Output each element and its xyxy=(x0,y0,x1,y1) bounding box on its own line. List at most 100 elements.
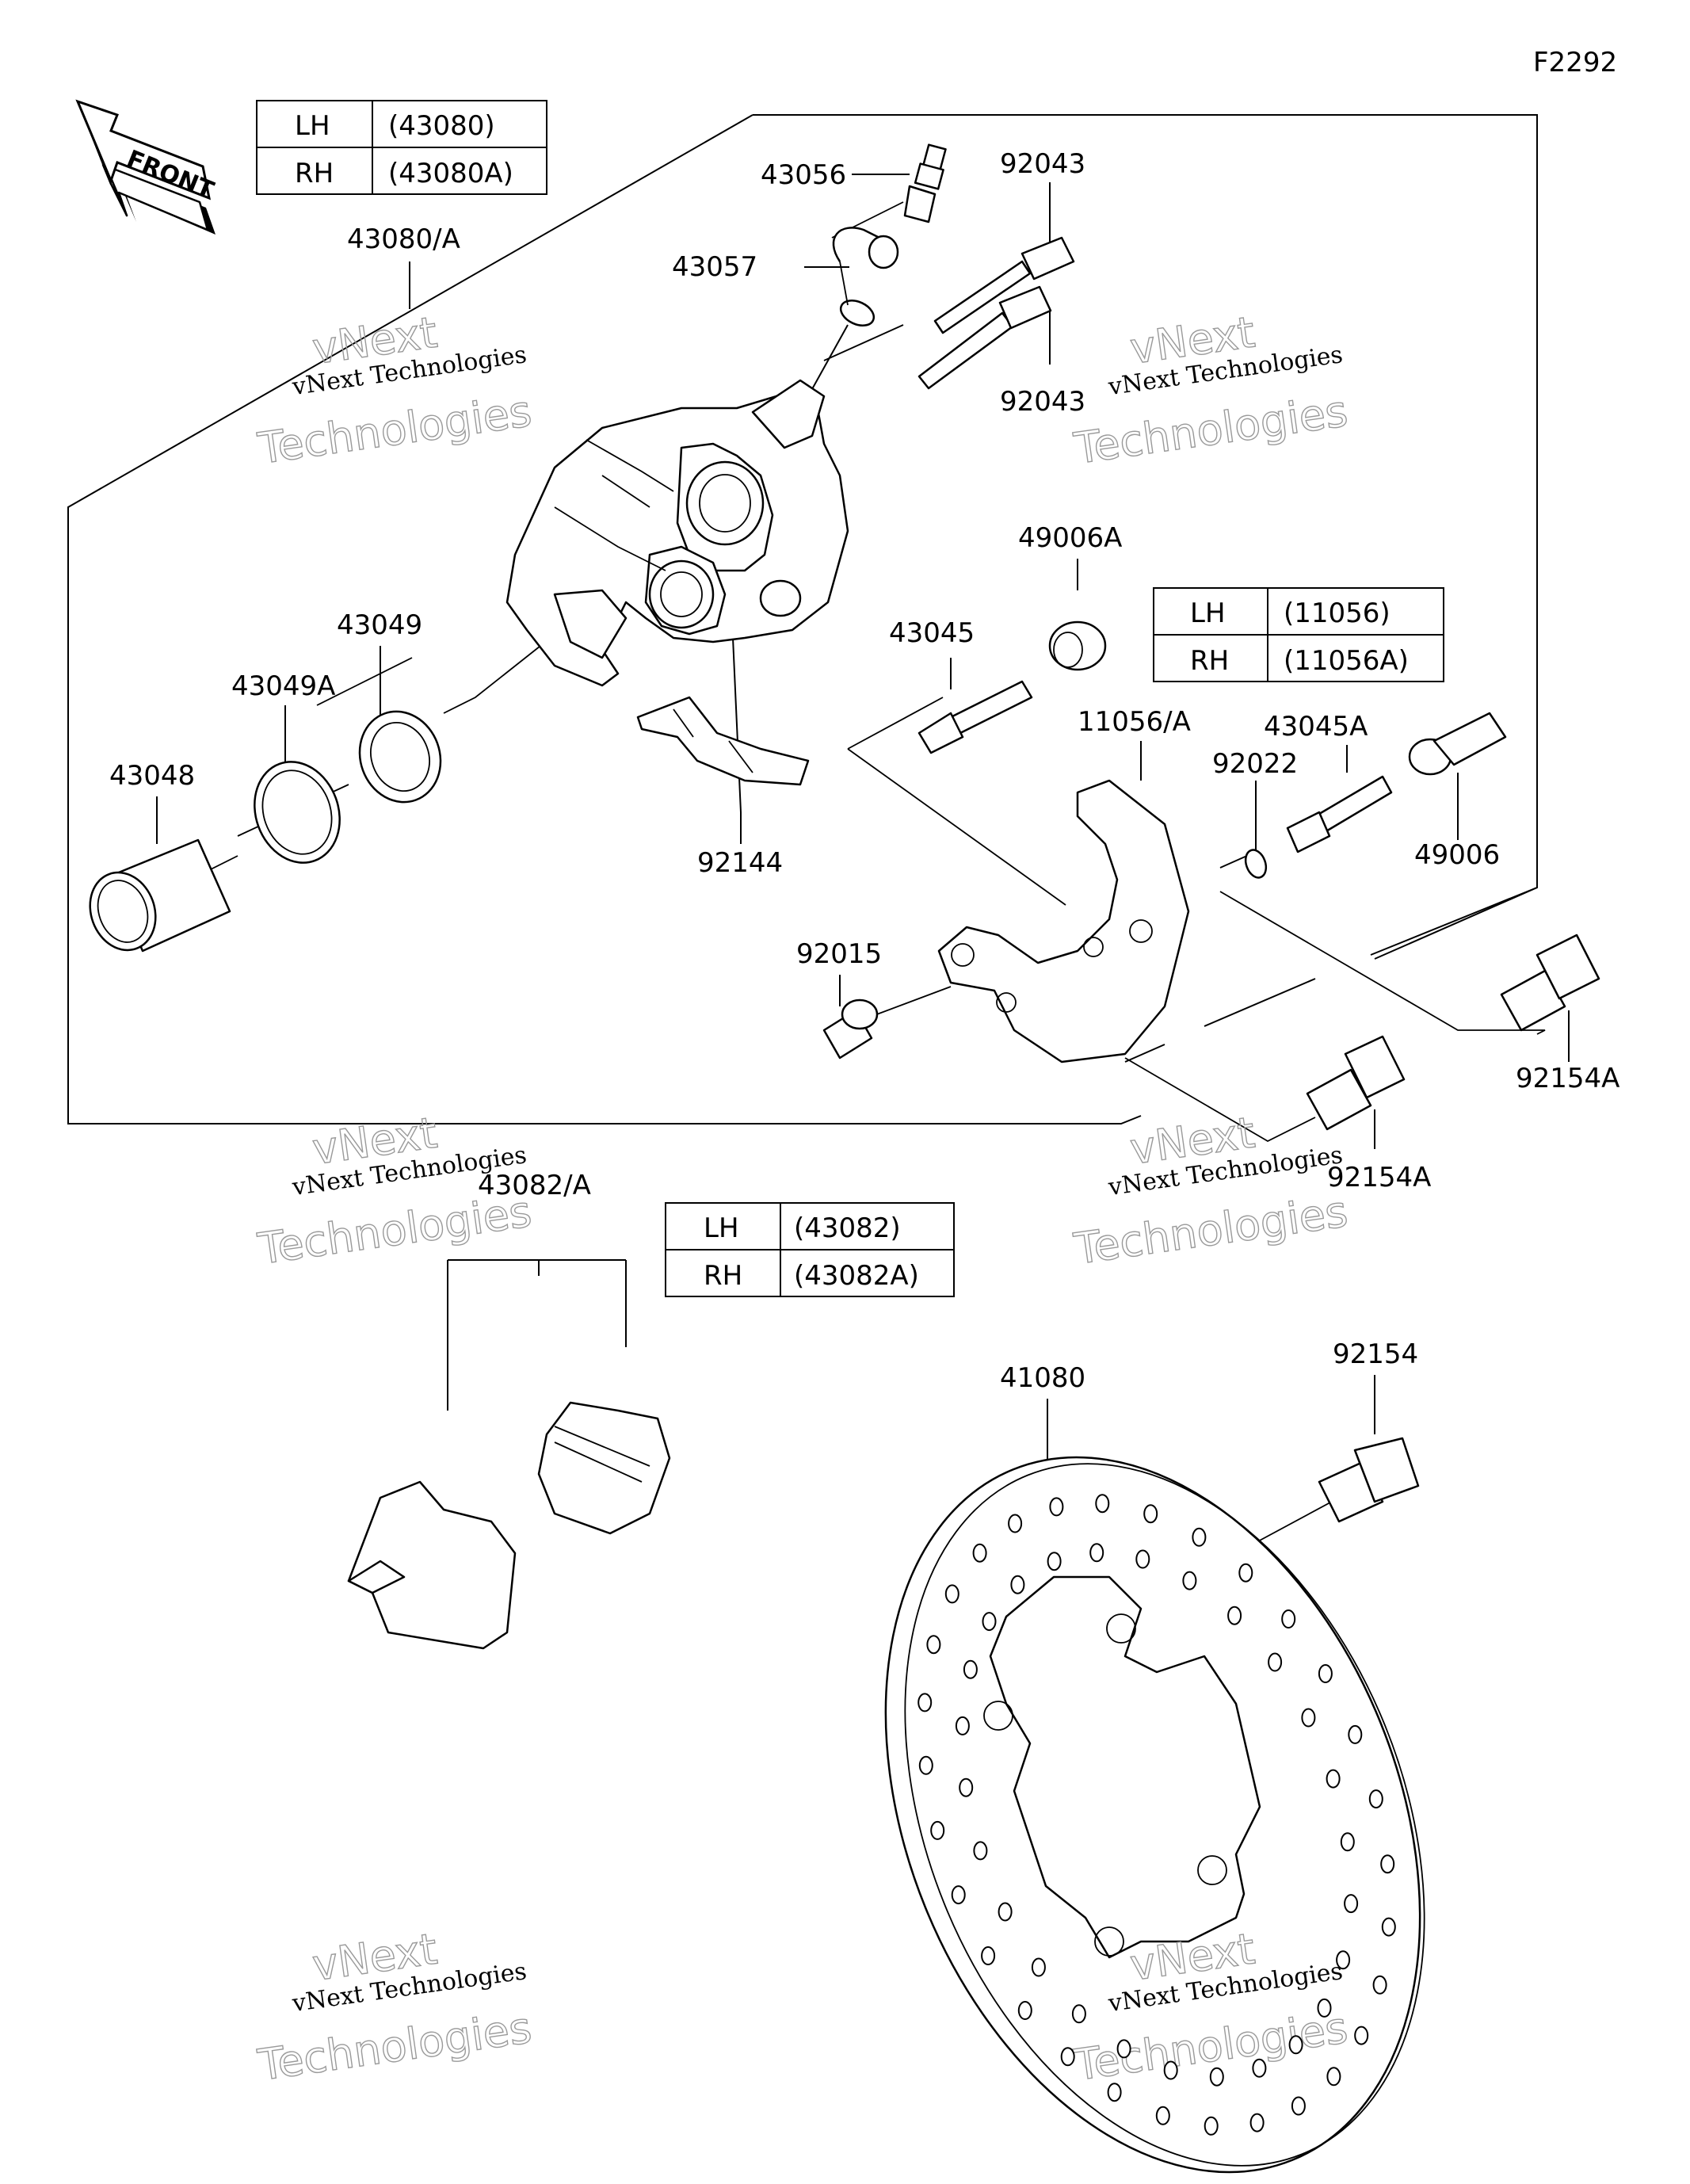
brake-pad-front xyxy=(537,1401,671,1535)
label-bolt-lower: 92154A xyxy=(1327,1162,1431,1193)
leader-lines xyxy=(156,174,1570,1466)
disc-hole xyxy=(1381,1917,1396,1937)
part-labels: 43080/A 43056 92043 43057 92043 43049 43… xyxy=(109,148,1619,1394)
disc-hole xyxy=(917,1693,933,1712)
disc-hole xyxy=(1049,1497,1064,1517)
disc-hole xyxy=(1291,2096,1306,2116)
disc-hole xyxy=(1288,2035,1303,2055)
disc-hole xyxy=(1116,2039,1131,2059)
label-bleeder-cap: 43057 xyxy=(672,251,757,283)
dust-seal xyxy=(254,761,341,864)
disc-hole xyxy=(963,1659,978,1679)
disc-hole xyxy=(944,1584,959,1604)
disc-hole xyxy=(1227,1606,1242,1625)
disc-hole xyxy=(1192,1527,1207,1547)
disc-hole xyxy=(1089,1543,1104,1563)
disc-hole xyxy=(1107,2083,1122,2102)
label-caliper-assy: 43080/A xyxy=(347,223,460,255)
table-cell-part: (43080) xyxy=(388,110,495,142)
piston-seal xyxy=(358,710,442,804)
disc-hole xyxy=(982,1612,997,1632)
table-cell-part: (11056) xyxy=(1284,598,1391,629)
figure-code: F2292 xyxy=(1533,47,1617,78)
label-slide-pin: 43045 xyxy=(889,617,975,649)
table-cell-side: LH xyxy=(295,110,330,142)
label-clip: 92022 xyxy=(1212,748,1298,780)
front-arrow-icon: FRONT xyxy=(75,99,218,235)
disc-hole xyxy=(1317,1998,1332,2018)
disc-hole xyxy=(1047,1552,1062,1571)
boot-b xyxy=(1408,712,1507,776)
disc-hole xyxy=(930,1820,945,1840)
disc-hole xyxy=(1372,1975,1387,1995)
label-pad-set: 43082/A xyxy=(478,1170,591,1201)
disc-hole xyxy=(1249,2113,1265,2132)
bracket-bolt-lower xyxy=(1306,1035,1406,1131)
disc-hole xyxy=(1326,2067,1341,2087)
table-cell-part: (43082A) xyxy=(794,1260,919,1292)
disc-hole xyxy=(1017,2001,1032,2020)
disc-hole xyxy=(998,1902,1013,1922)
table-cell-part: (43082) xyxy=(794,1212,901,1244)
pads-side-table: LH (43082) RH (43082A) xyxy=(665,1202,955,1297)
disc-hole xyxy=(1031,1957,1046,1977)
table-cell-side: RH xyxy=(295,158,334,189)
table-cell-side: LH xyxy=(1190,598,1226,629)
caliper-assembly-outline xyxy=(753,114,1538,960)
bracket-side-table: LH (11056) RH (11056A) xyxy=(1153,587,1444,682)
table-cell-part: (43080A) xyxy=(388,158,513,189)
disc-hole xyxy=(1060,2047,1075,2067)
label-piston: 43048 xyxy=(109,760,195,792)
label-disc-bolt: 92154 xyxy=(1333,1338,1418,1370)
disc-hole xyxy=(972,1543,987,1563)
bracket-bolt-upper xyxy=(1500,934,1600,1032)
label-piston-seal: 43049 xyxy=(337,609,422,641)
disc-hole xyxy=(1163,2060,1178,2080)
disc-holes xyxy=(917,1494,1396,2136)
boot xyxy=(1048,620,1107,671)
disc-hole xyxy=(1252,2058,1267,2078)
caliper-side-table: LH (43080) RH (43080A) xyxy=(256,100,547,195)
label-slide-pin-a: 43045A xyxy=(1264,711,1368,743)
disc-hole xyxy=(1155,2106,1170,2125)
table-cell-side: RH xyxy=(1190,645,1229,677)
label-pin-lower: 92043 xyxy=(1000,386,1085,418)
disc-hole xyxy=(1281,1609,1296,1628)
label-bleeder-valve: 43056 xyxy=(761,159,846,191)
disc-hole xyxy=(1095,1494,1110,1514)
caliper-bracket xyxy=(937,779,1190,1063)
disc-hole xyxy=(926,1635,941,1655)
caliper-body xyxy=(505,379,849,687)
disc-hole xyxy=(1010,1575,1025,1594)
disc-hole xyxy=(1318,1664,1333,1683)
disc-hole xyxy=(959,1777,974,1797)
disc-hole xyxy=(955,1716,970,1735)
disc-bolt xyxy=(1318,1437,1420,1523)
disc-hole xyxy=(1135,1549,1150,1569)
slide-pin-a xyxy=(1286,775,1393,853)
disc-hole xyxy=(973,1841,988,1861)
label-disc: 41080 xyxy=(1000,1362,1085,1394)
disc-hole xyxy=(1380,1854,1395,1874)
slide-pin xyxy=(917,680,1033,754)
table-cell-side: RH xyxy=(704,1260,742,1292)
table-cell-side: LH xyxy=(704,1212,739,1244)
slide-pin-upper xyxy=(933,236,1075,334)
disc-hole xyxy=(1182,1571,1197,1590)
disc-hole xyxy=(1204,2116,1219,2136)
disc-hole xyxy=(1344,1894,1359,1914)
disc-hole xyxy=(918,1755,933,1775)
label-dust-seal: 43049A xyxy=(231,670,335,702)
bleeder-valve xyxy=(903,143,947,223)
pad-spring xyxy=(636,696,810,786)
clip xyxy=(1244,849,1268,879)
disc-hole xyxy=(1268,1652,1283,1672)
disc-hole xyxy=(1340,1832,1355,1852)
disc-hole xyxy=(1326,1769,1341,1789)
collar xyxy=(822,998,879,1060)
disc-hole xyxy=(1354,2026,1369,2045)
table-cell-part: (11056A) xyxy=(1284,645,1409,677)
label-boot-b: 49006 xyxy=(1414,839,1500,871)
disc-hole xyxy=(1238,1563,1253,1583)
